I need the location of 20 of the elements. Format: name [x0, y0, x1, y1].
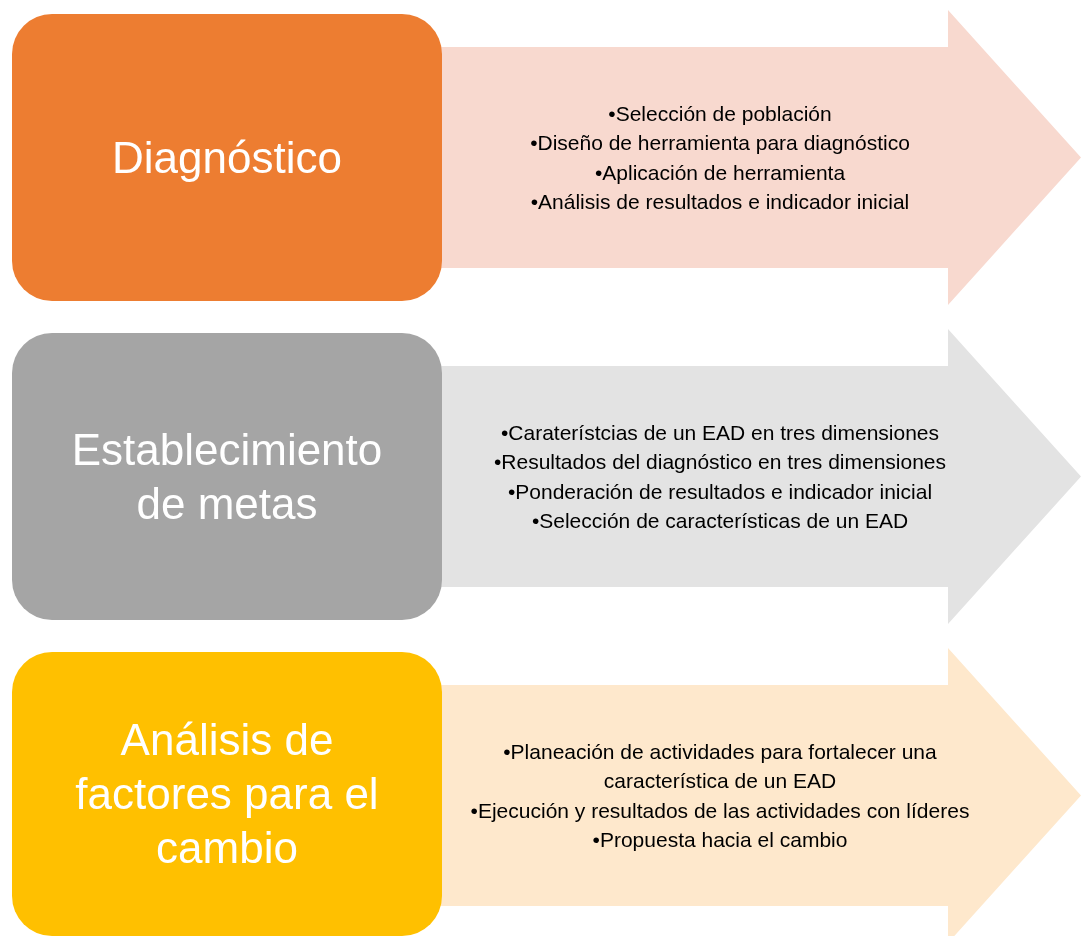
bullet-item: •Propuesta hacia el cambio [592, 826, 848, 853]
stage-title: Establecimiento de metas [70, 423, 384, 530]
stage-title: Análisis de factores para el cambio [74, 714, 380, 874]
stage-box [12, 14, 442, 301]
bullet-item: •Aplicación de herramienta [594, 159, 846, 186]
bullet-item: •Caraterístcias de un EAD en tres dimensiones [500, 419, 940, 446]
stage-title: Diagnóstico [112, 131, 342, 184]
arrow-shaped-panel [440, 648, 1081, 936]
bullet-item: •Diseño de herramienta para diagnóstico [530, 130, 910, 157]
bullet-item: •Análisis de resultados e indicador inicial [530, 188, 910, 215]
bullet-item: •Selección de características de un EAD [531, 507, 909, 534]
bullet-item: •Selección de población [608, 100, 832, 127]
bullet-item: •Planeación de actividades para fortalecer una característica de un EAD [502, 738, 938, 795]
stage-box [12, 333, 442, 620]
bullet-item: •Resultados del diagnóstico en tres dimensiones [493, 449, 947, 476]
bullet-item: •Ejecución y resultados de las actividades con líderes [470, 797, 970, 824]
arrow-shaped-panel [440, 329, 1081, 624]
bullet-item: •Ponderación de resultados e indicador inicial [507, 478, 933, 505]
arrow-shaped-panel [440, 10, 1081, 305]
stage-box [12, 652, 442, 936]
